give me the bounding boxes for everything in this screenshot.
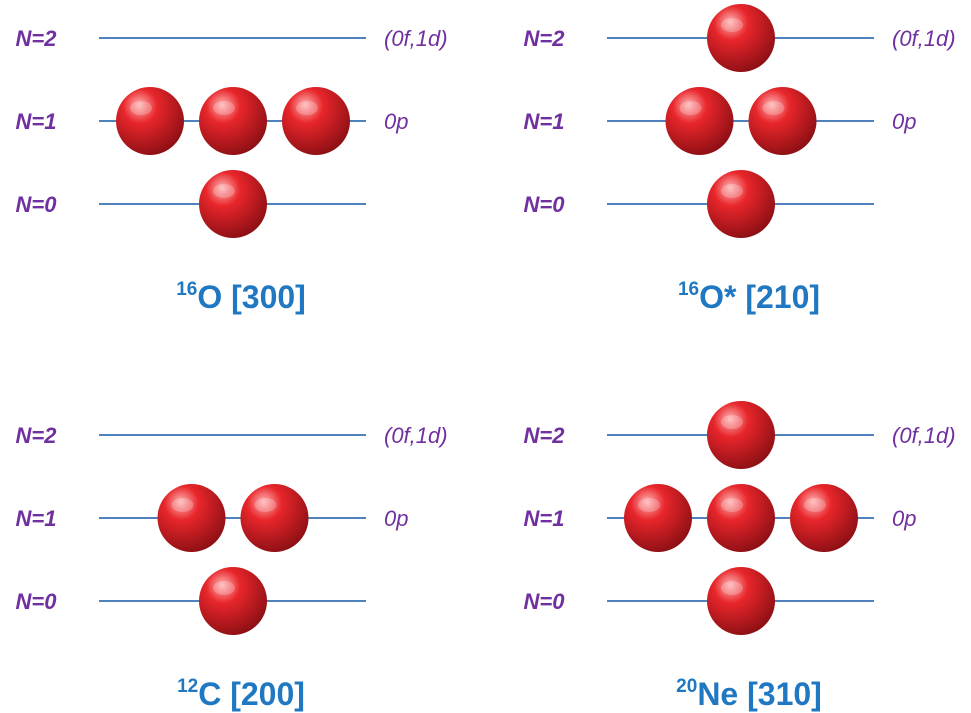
level-label: N=2	[524, 26, 566, 51]
level-label: N=1	[16, 109, 57, 134]
level-label: N=1	[16, 506, 57, 531]
orbital-label: (0f,1d)	[892, 26, 956, 51]
nucleon-sphere-icon	[199, 87, 267, 155]
level-label: N=0	[524, 589, 566, 614]
level-label: N=1	[524, 506, 565, 531]
nucleus-caption: 20Ne [310]	[676, 676, 822, 712]
panel-ne20: N=2 (0f,1d) N=1 0pN=0 20Ne [310]	[524, 401, 956, 712]
nucleon-sphere-icon	[665, 87, 734, 155]
nucleon-sphere-icon	[707, 4, 775, 72]
level-label: N=0	[16, 192, 58, 217]
nucleus-caption: 12C [200]	[177, 676, 305, 712]
nucleon-sphere-icon	[199, 567, 267, 635]
mass-number: 12	[177, 676, 198, 697]
orbital-label: (0f,1d)	[384, 26, 448, 51]
nucleon-sphere-icon	[748, 87, 817, 155]
nucleus-caption: 16O [300]	[176, 279, 306, 315]
orbital-label: (0f,1d)	[384, 423, 448, 448]
nucleon-sphere-icon	[624, 484, 692, 552]
panel-o16: N=2 (0f,1d) N=1 0pN=0 16O [300]	[16, 26, 448, 315]
level-label: N=0	[16, 589, 58, 614]
level-label: N=2	[524, 423, 566, 448]
nucleon-sphere-icon	[707, 484, 775, 552]
nucleon-sphere-icon	[199, 170, 267, 238]
nucleus-config: O [300]	[197, 279, 305, 315]
level-label: N=2	[16, 423, 58, 448]
nucleon-sphere-icon	[282, 87, 350, 155]
orbital-label: 0p	[384, 506, 408, 531]
nucleon-sphere-icon	[707, 567, 775, 635]
level-label: N=1	[524, 109, 565, 134]
nucleus-config: O* [210]	[699, 279, 820, 315]
orbital-label: 0p	[384, 109, 408, 134]
nucleon-sphere-icon	[707, 170, 775, 238]
nucleus-caption: 16O* [210]	[678, 279, 820, 315]
nucleus-config: Ne [310]	[697, 676, 822, 712]
nucleon-sphere-icon	[116, 87, 184, 155]
orbital-label: (0f,1d)	[892, 423, 956, 448]
nucleon-sphere-icon	[790, 484, 858, 552]
panel-c12: N=2 (0f,1d) N=1 0pN=0 12C [200]	[16, 423, 448, 712]
mass-number: 16	[176, 279, 197, 300]
nucleon-sphere-icon	[157, 484, 226, 552]
level-label: N=2	[16, 26, 58, 51]
level-label: N=0	[524, 192, 566, 217]
orbital-label: 0p	[892, 109, 916, 134]
mass-number: 20	[676, 676, 697, 697]
nucleon-sphere-icon	[707, 401, 775, 469]
nucleon-sphere-icon	[240, 484, 309, 552]
orbital-label: 0p	[892, 506, 916, 531]
mass-number: 16	[678, 279, 699, 300]
panel-o16-star: N=2 (0f,1d) N=1 0pN=0 16O* [210]	[524, 4, 956, 315]
nucleus-config: C [200]	[198, 676, 305, 712]
